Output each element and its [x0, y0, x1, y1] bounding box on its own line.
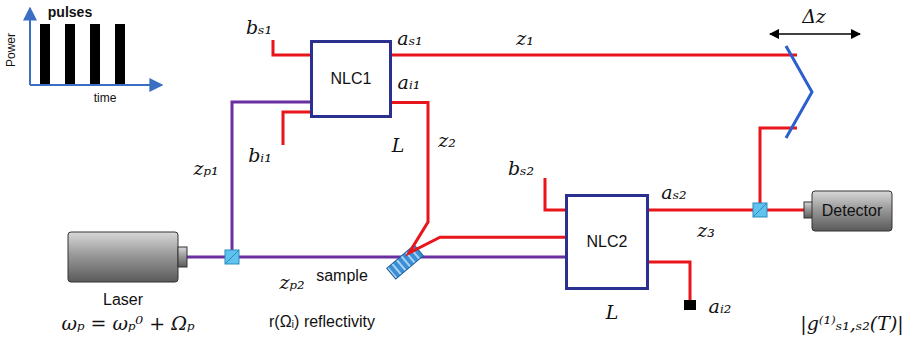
beam-splitter	[225, 250, 239, 264]
measurement-label: |g⁽¹⁾ₛ₁,ₛ₂(T)|	[800, 313, 904, 334]
signal-idler-beams	[273, 40, 812, 300]
port-label: bᵢ₁	[248, 145, 272, 166]
beam-splitter	[225, 250, 239, 264]
pump-beam	[186, 102, 565, 257]
port-label: bₛ₂	[508, 158, 534, 179]
crystal-label: NLC2	[587, 233, 628, 251]
port-label: bₛ₁	[246, 17, 272, 38]
idler-beam	[392, 102, 565, 253]
beam-splitter	[753, 203, 767, 217]
path-label: z₁	[516, 28, 534, 49]
delay-label: Δz	[802, 6, 826, 27]
plot-title: pulses	[48, 5, 92, 20]
path-label: z₃	[697, 220, 715, 241]
laser-symbol	[68, 232, 187, 282]
length-label: L	[606, 302, 619, 323]
part-label: r(Ωᵢ) reflectivity	[269, 313, 375, 331]
port-label: aᵢ₁	[398, 72, 421, 93]
port-label: aᵢ₂	[709, 296, 732, 317]
beam-splitter	[753, 203, 767, 217]
crystal-box: NLC2	[565, 194, 649, 290]
path-label: zₚ₁	[193, 158, 218, 179]
beam-dump	[684, 300, 696, 310]
path-label: zₚ₂	[279, 272, 304, 293]
device-label: Laser	[103, 291, 143, 309]
part-label: sample	[316, 267, 368, 285]
formula: ωₚ = ωₚ⁰ + Ωₚ	[61, 313, 194, 334]
length-label: L	[392, 135, 405, 156]
path-label: z₂	[438, 130, 456, 151]
delta-z-arrow	[770, 33, 860, 35]
retroreflector	[786, 46, 812, 138]
crystal-label: NLC1	[331, 70, 372, 88]
detector-symbol	[804, 191, 892, 231]
port-label: aₛ₁	[397, 28, 422, 49]
device-label: Detector	[822, 202, 882, 220]
axis-label: Power	[5, 33, 18, 67]
crystal-box: NLC1	[310, 40, 392, 118]
axis-label: time	[94, 92, 117, 105]
port-label: aₛ₂	[661, 182, 686, 203]
